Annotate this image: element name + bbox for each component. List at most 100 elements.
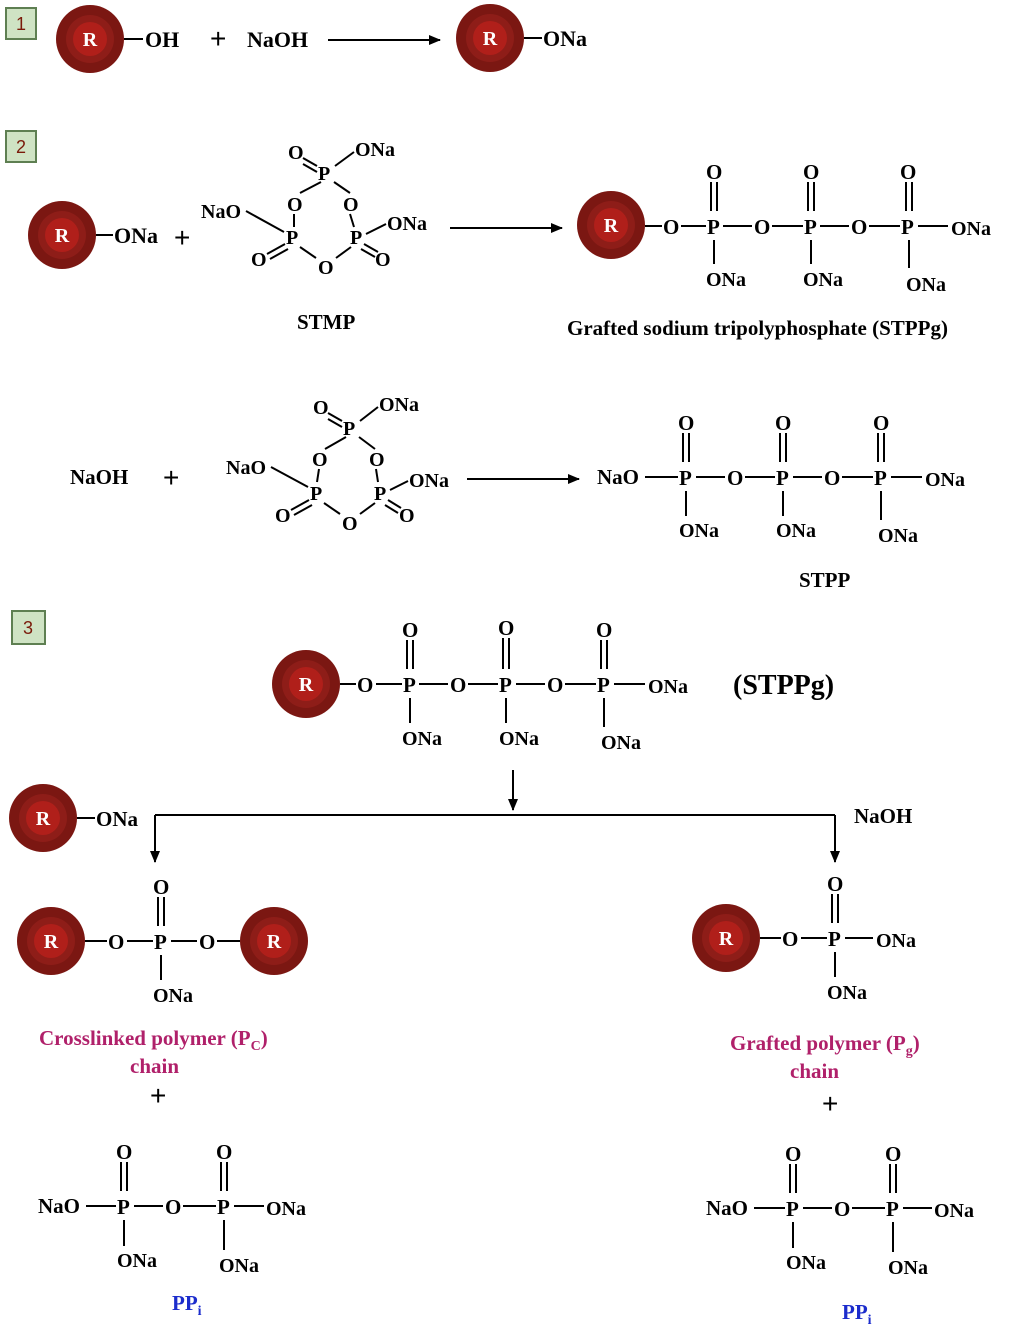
- svg-text:ONa: ONa: [803, 269, 843, 291]
- svg-text:O: O: [375, 249, 391, 271]
- r-ball: R: [56, 5, 124, 73]
- svg-text:P: P: [597, 673, 610, 697]
- svg-text:O: O: [216, 1140, 232, 1164]
- svg-text:ONa: ONa: [153, 985, 193, 1007]
- stmp-molecule: O P ONa O O NaO P P ONa O O O: [226, 394, 449, 535]
- svg-text:ONa: ONa: [951, 218, 991, 240]
- svg-text:O: O: [706, 160, 722, 184]
- svg-text:R: R: [604, 215, 619, 237]
- svg-text:P: P: [786, 1197, 799, 1221]
- stppg-label: Grafted sodium tripolyphosphate (STPPg): [567, 316, 948, 340]
- svg-text:ONa: ONa: [878, 525, 918, 547]
- svg-text:P: P: [776, 466, 789, 490]
- svg-text:R: R: [83, 29, 98, 51]
- svg-text:P: P: [350, 227, 362, 249]
- svg-text:P: P: [499, 673, 512, 697]
- svg-text:+: +: [163, 462, 179, 493]
- svg-text:OH: OH: [145, 27, 179, 52]
- svg-text:O: O: [900, 160, 916, 184]
- svg-text:ONa: ONa: [114, 223, 158, 248]
- r-ball: R: [456, 4, 524, 72]
- svg-text:ONa: ONa: [776, 520, 816, 542]
- svg-text:+: +: [174, 222, 190, 253]
- svg-text:P: P: [828, 927, 841, 951]
- svg-text:O: O: [596, 618, 612, 642]
- svg-text:ONa: ONa: [219, 1255, 259, 1277]
- ppi-molecule: NaO P O ONa O P O ONa ONa: [38, 1140, 306, 1277]
- svg-text:O: O: [153, 875, 169, 899]
- svg-text:O: O: [108, 930, 124, 954]
- svg-text:+: +: [150, 1080, 166, 1111]
- r-ball: R: [9, 784, 77, 852]
- svg-text:P: P: [679, 466, 692, 490]
- svg-text:2: 2: [16, 137, 26, 157]
- svg-text:O: O: [275, 505, 291, 527]
- svg-text:O: O: [287, 194, 303, 216]
- svg-text:O: O: [343, 194, 359, 216]
- svg-text:Grafted polymer (Pg): Grafted polymer (Pg): [730, 1031, 920, 1059]
- svg-text:O: O: [165, 1195, 181, 1219]
- svg-text:P: P: [804, 215, 817, 239]
- stpp-label: STPP: [799, 568, 851, 592]
- svg-text:O: O: [288, 142, 304, 164]
- svg-text:P: P: [343, 418, 355, 440]
- svg-text:O: O: [342, 513, 358, 535]
- svg-text:ONa: ONa: [925, 469, 965, 491]
- ppi-label: PPi: [172, 1291, 202, 1319]
- svg-text:ONa: ONa: [827, 982, 867, 1004]
- svg-text:ONa: ONa: [648, 676, 688, 698]
- svg-text:chain: chain: [790, 1059, 839, 1083]
- svg-text:O: O: [834, 1197, 850, 1221]
- svg-text:NaO: NaO: [201, 201, 241, 223]
- svg-text:O: O: [116, 1140, 132, 1164]
- svg-text:O: O: [313, 397, 329, 419]
- svg-text:R: R: [483, 28, 498, 50]
- svg-text:O: O: [885, 1142, 901, 1166]
- svg-text:ONa: ONa: [934, 1200, 974, 1222]
- svg-text:Crosslinked polymer (PC): Crosslinked polymer (PC): [39, 1026, 268, 1054]
- crosslinked-polymer-molecule: R O P O ONa O R: [17, 875, 308, 1007]
- svg-text:O: O: [782, 927, 798, 951]
- svg-text:O: O: [754, 215, 770, 239]
- svg-text:O: O: [678, 411, 694, 435]
- svg-text:NaO: NaO: [706, 1196, 748, 1220]
- svg-text:ONa: ONa: [706, 269, 746, 291]
- crosslinked-polymer-label: Crosslinked polymer (PC) chain: [39, 1026, 268, 1078]
- svg-text:O: O: [318, 257, 334, 279]
- svg-text:P: P: [318, 163, 330, 185]
- stmp-molecule: O P ONa O O NaO P P ONa O O O: [201, 139, 427, 279]
- svg-text:R: R: [36, 808, 51, 830]
- r-ball: R: [28, 201, 96, 269]
- svg-text:ONa: ONa: [906, 274, 946, 296]
- svg-text:+: +: [210, 23, 226, 54]
- svg-text:P: P: [886, 1197, 899, 1221]
- svg-text:ONa: ONa: [379, 394, 419, 416]
- svg-text:NaO: NaO: [38, 1194, 80, 1218]
- step-1-label: 1: [5, 7, 37, 40]
- svg-text:NaO: NaO: [226, 457, 266, 479]
- svg-text:NaOH: NaOH: [247, 27, 308, 52]
- svg-text:P: P: [217, 1195, 230, 1219]
- svg-text:P: P: [874, 466, 887, 490]
- svg-text:ONa: ONa: [117, 1250, 157, 1272]
- svg-text:P: P: [901, 215, 914, 239]
- svg-text:NaOH: NaOH: [854, 804, 912, 828]
- svg-text:ONa: ONa: [786, 1252, 826, 1274]
- svg-text:R: R: [267, 931, 282, 953]
- svg-text:ONa: ONa: [543, 26, 587, 51]
- svg-text:R: R: [44, 931, 59, 953]
- svg-text:ONa: ONa: [96, 807, 139, 831]
- ppi-label: PPi: [842, 1300, 872, 1328]
- svg-text:O: O: [663, 215, 679, 239]
- step-2-label: 2: [5, 130, 37, 163]
- svg-text:chain: chain: [130, 1054, 179, 1078]
- svg-text:NaOH: NaOH: [70, 465, 128, 489]
- svg-text:ONa: ONa: [409, 470, 449, 492]
- stppg-molecule: R O P O ONa O P O ONa O P O ONa ONa: [272, 616, 688, 754]
- svg-text:O: O: [251, 249, 267, 271]
- svg-text:ONa: ONa: [601, 732, 641, 754]
- svg-text:O: O: [199, 930, 215, 954]
- svg-text:O: O: [399, 505, 415, 527]
- ppi-molecule: NaO P O ONa O P O ONa ONa: [706, 1142, 974, 1279]
